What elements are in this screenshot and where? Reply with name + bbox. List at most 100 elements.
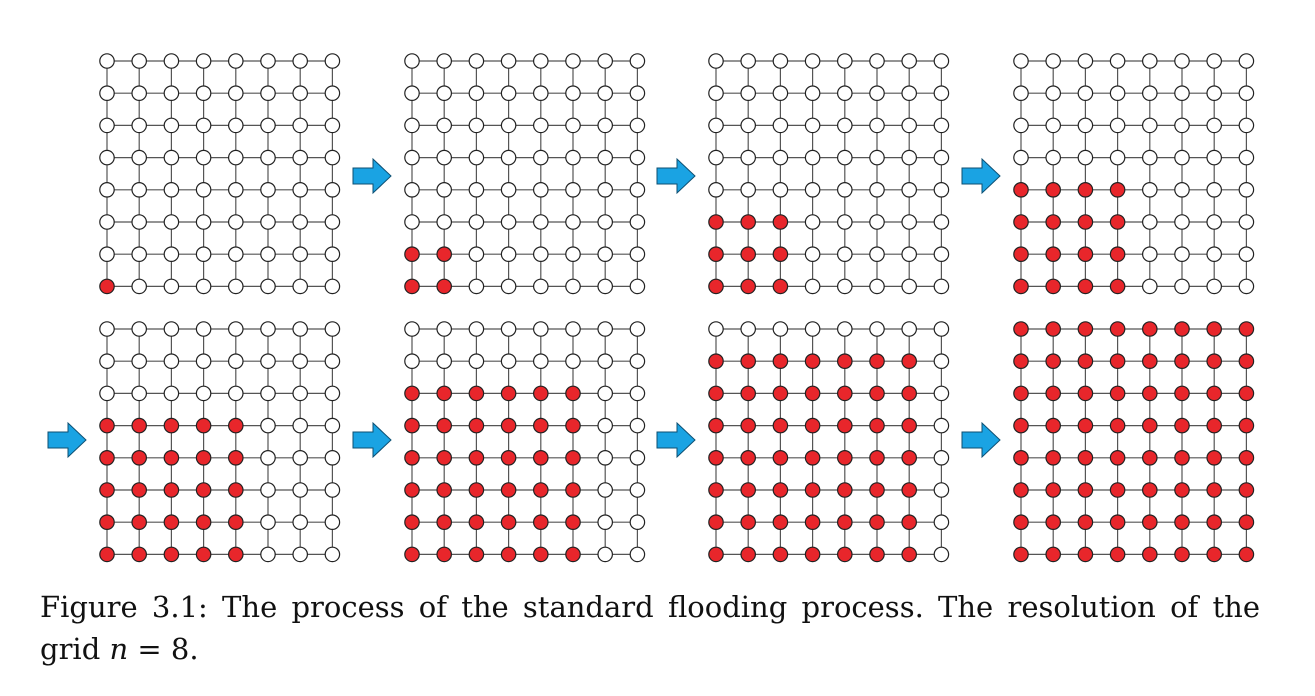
grid-node-empty (195, 278, 212, 295)
grid-node-filled (565, 417, 581, 434)
grid-node-empty (740, 53, 756, 69)
grid-node-empty (629, 514, 646, 530)
grid-node-filled (708, 385, 724, 402)
grid-node-filled (532, 546, 549, 563)
grid-node-empty (708, 53, 724, 69)
grid-node-filled (1077, 449, 1094, 466)
grid-node-empty (1238, 53, 1255, 69)
grid-node-empty (260, 417, 276, 434)
grid-node-filled (468, 482, 485, 498)
grid-node-empty (292, 149, 308, 166)
grid-node-empty (404, 85, 420, 101)
grid-node-filled (1206, 514, 1222, 530)
grid-node-empty (869, 182, 885, 198)
grid-node-empty (597, 385, 613, 402)
grid-node-filled (869, 449, 885, 466)
grid-node-empty (228, 321, 244, 337)
grid-node-filled (532, 417, 549, 434)
grid-node-filled (500, 546, 517, 563)
grid-node-filled (404, 482, 420, 498)
grid-panel-2 (404, 53, 646, 295)
grid-node-empty (163, 353, 180, 369)
grid-node-empty (901, 321, 917, 337)
grid-node-empty (1206, 182, 1222, 198)
grid-node-empty (468, 246, 485, 262)
grid-node-empty (500, 149, 517, 166)
grid-node-empty (99, 53, 115, 69)
grid-node-empty (836, 149, 853, 166)
grid-node-filled (708, 417, 724, 434)
grid-node-empty (436, 149, 452, 166)
grid-node-empty (933, 321, 950, 337)
grid-node-empty (324, 482, 341, 498)
grid-node-empty (436, 321, 452, 337)
grid-node-empty (597, 149, 613, 166)
grid-node-filled (836, 482, 853, 498)
grid-node-empty (804, 85, 821, 101)
grid-node-filled (131, 514, 147, 530)
grid-node-filled (1077, 321, 1094, 337)
grid-node-empty (260, 353, 276, 369)
grid-node-filled (565, 482, 581, 498)
grid-node-empty (597, 417, 613, 434)
grid-node-empty (292, 482, 308, 498)
grid-node-empty (901, 53, 917, 69)
grid-node-filled (1109, 246, 1126, 262)
grid-node-empty (1077, 53, 1094, 69)
grid-node-filled (228, 417, 244, 434)
grid-node-filled (500, 482, 517, 498)
grid-node-filled (1206, 385, 1222, 402)
caption-math-var: n (109, 632, 129, 666)
grid-node-empty (436, 353, 452, 369)
grid-node-filled (131, 546, 147, 563)
grid-node-filled (901, 514, 917, 530)
grid-node-empty (740, 182, 756, 198)
right-arrow-icon (352, 421, 392, 459)
grid-node-filled (1077, 214, 1094, 230)
grid-node-filled (436, 278, 452, 295)
grid-node-empty (565, 85, 581, 101)
grid-node-filled (404, 449, 420, 466)
grid-node-filled (1206, 321, 1222, 337)
grid-node-filled (772, 246, 789, 262)
figure-caption: Figure 3.1: The process of the standard … (40, 586, 1260, 670)
grid-node-empty (772, 182, 789, 198)
grid-node-filled (1045, 482, 1061, 498)
caption-label: Figure 3.1: (40, 590, 208, 624)
grid-node-filled (99, 546, 115, 563)
grid-node-empty (901, 214, 917, 230)
grid-node-empty (629, 546, 646, 563)
grid-node-filled (436, 417, 452, 434)
right-arrow-icon (47, 421, 87, 459)
grid-node-empty (324, 514, 341, 530)
grid-node-filled (436, 482, 452, 498)
grid-node-filled (1238, 546, 1255, 563)
grid-node-empty (324, 85, 341, 101)
grid-node-filled (1045, 321, 1061, 337)
grid-node-empty (468, 149, 485, 166)
grid-node-empty (597, 449, 613, 466)
grid-node-empty (629, 482, 646, 498)
grid-node-empty (500, 321, 517, 337)
grid-node-filled (740, 385, 756, 402)
grid-node-filled (869, 417, 885, 434)
grid-node-empty (901, 278, 917, 295)
grid-node-filled (565, 385, 581, 402)
grid-node-filled (228, 449, 244, 466)
grid-node-filled (1238, 449, 1255, 466)
grid-node-filled (804, 353, 821, 369)
grid-node-empty (629, 417, 646, 434)
grid-node-empty (740, 321, 756, 337)
grid-node-empty (500, 278, 517, 295)
grid-node-empty (404, 117, 420, 134)
grid-node-filled (1045, 417, 1061, 434)
grid-node-filled (1109, 449, 1126, 466)
grid-node-empty (1142, 182, 1158, 198)
grid-node-filled (195, 514, 212, 530)
caption-text: The process of the standard flooding pro… (40, 590, 1260, 666)
grid-node-empty (228, 385, 244, 402)
grid-node-empty (772, 149, 789, 166)
grid-node-empty (597, 85, 613, 101)
grid-node-filled (1045, 182, 1061, 198)
grid-node-empty (565, 246, 581, 262)
